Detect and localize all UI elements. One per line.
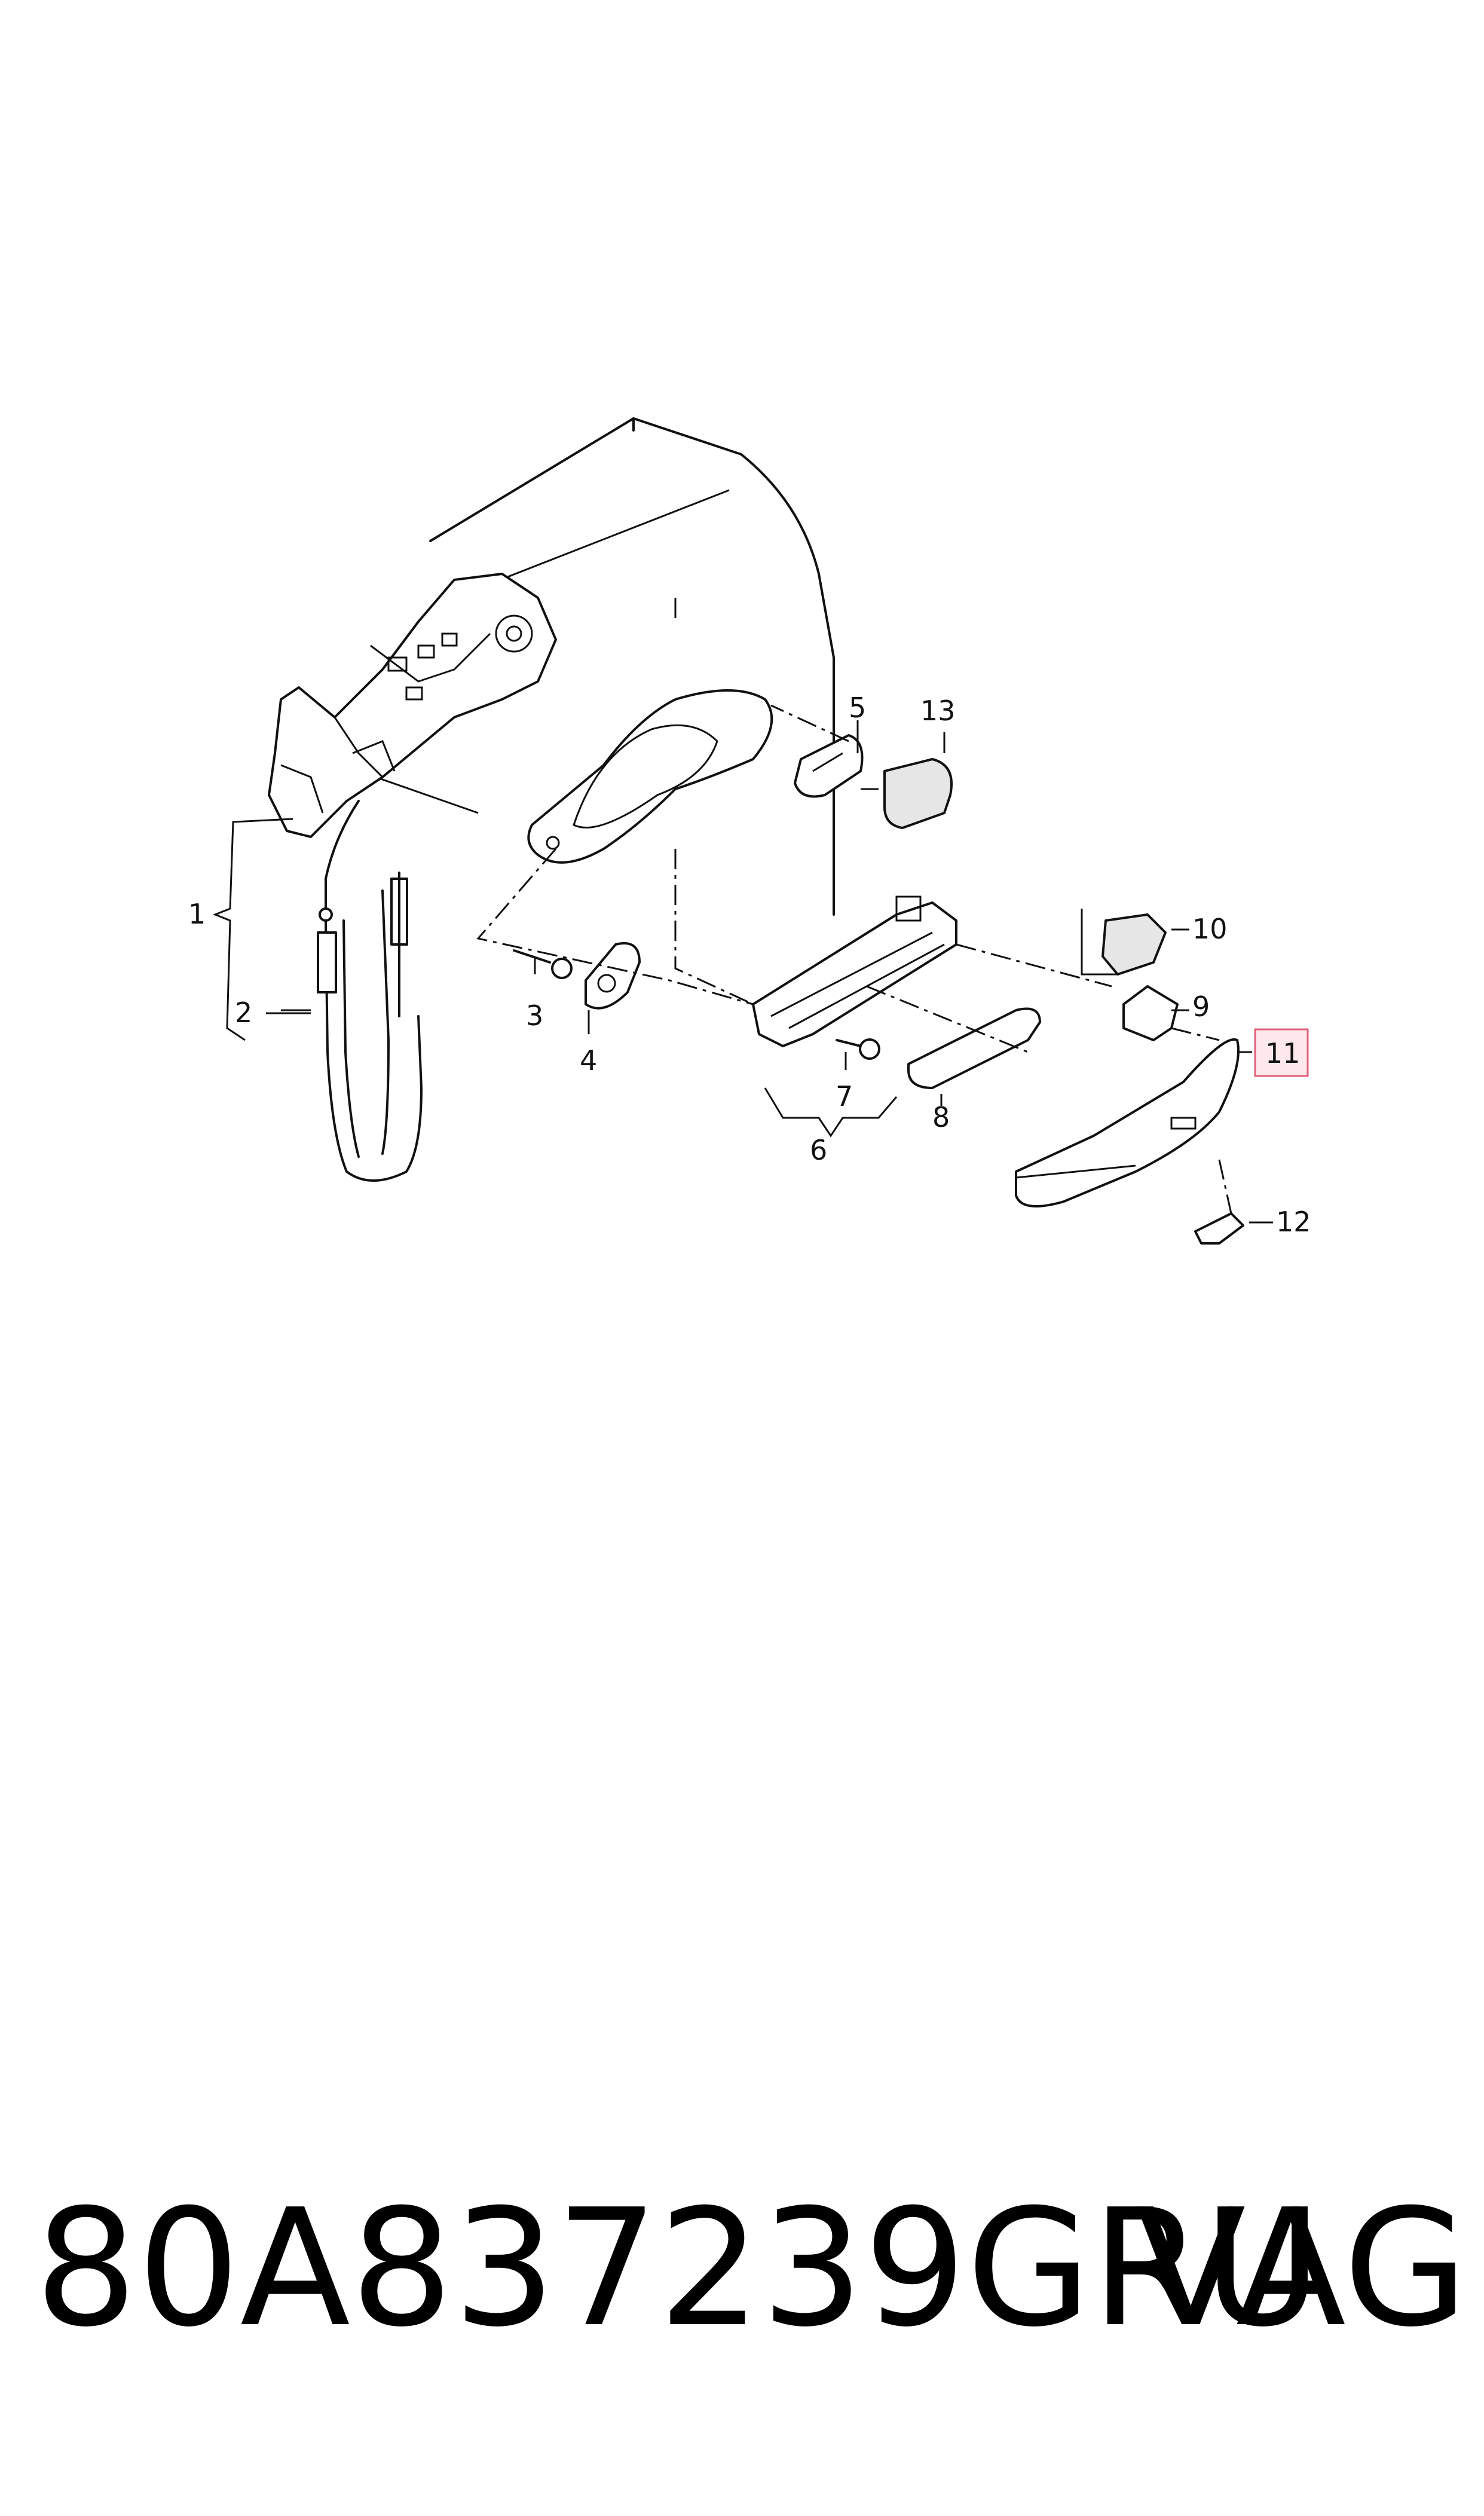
handle-recess — [527, 689, 773, 864]
callout-2: 2 — [235, 996, 252, 1029]
callout-5: 5 — [849, 692, 866, 724]
part-12-clip — [1194, 1212, 1244, 1245]
part-9-clip — [1122, 985, 1179, 1041]
part-5-cover — [794, 734, 864, 798]
callout-12: 12 — [1276, 1206, 1311, 1238]
bracket-9-10 — [1081, 909, 1118, 976]
part-13-cap — [883, 758, 953, 829]
part-8-sensor — [907, 1007, 1041, 1089]
part-10-insert — [1101, 913, 1167, 976]
leader-lines — [266, 720, 1273, 1224]
handle-carrier — [752, 895, 957, 1047]
assembly-lines — [476, 598, 1232, 1214]
callout-6: 6 — [810, 1134, 827, 1166]
callout-7: 7 — [836, 1080, 853, 1112]
door-lock-assembly — [268, 573, 557, 838]
lock-cables — [317, 800, 423, 1182]
part-number: 80A837239GRU — [35, 2174, 1322, 2362]
callout-bracket-1 — [212, 818, 311, 1041]
brand-label: VAG — [1136, 2174, 1468, 2362]
callout-4: 4 — [580, 1044, 597, 1077]
part-7-screw — [836, 1038, 880, 1060]
callout-11-highlight — [1254, 1028, 1309, 1077]
callout-1: 1 — [188, 898, 206, 930]
callout-10: 10 — [1192, 913, 1228, 945]
callout-8: 8 — [932, 1101, 950, 1133]
callout-13: 13 — [920, 695, 956, 727]
part-11-handle — [1015, 1038, 1240, 1207]
callout-9: 9 — [1192, 990, 1210, 1023]
callout-11: 11 — [1265, 1037, 1301, 1069]
part-4-plate — [585, 942, 641, 1010]
part-3-screw — [513, 949, 573, 979]
callout-3: 3 — [526, 999, 543, 1032]
